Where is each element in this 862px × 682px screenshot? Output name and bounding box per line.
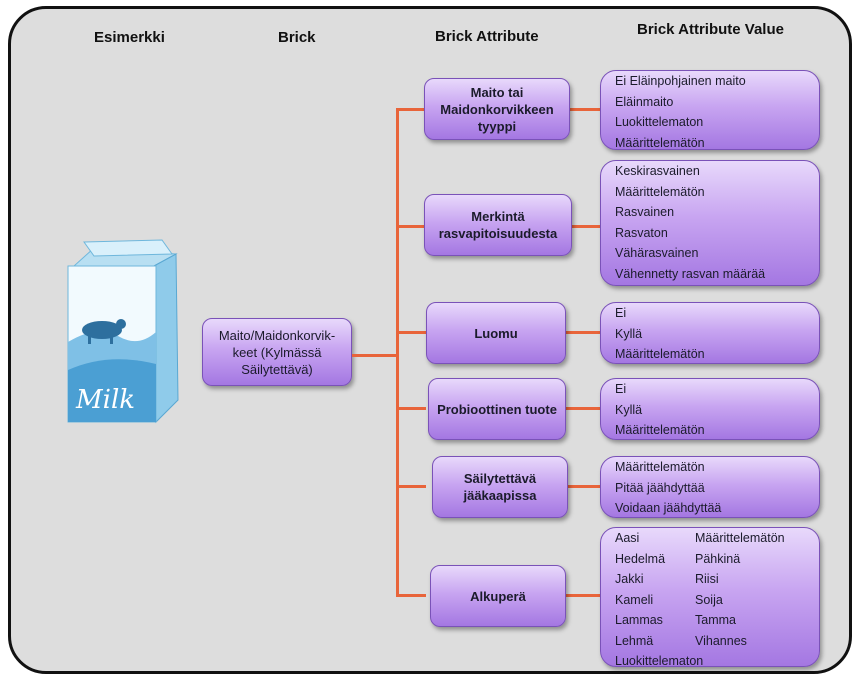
- header-attribute: Brick Attribute: [435, 28, 539, 45]
- value-item: Hedelmä: [615, 551, 666, 566]
- value-item: Määrittelemätön: [615, 184, 705, 199]
- value-item: Soija: [695, 592, 723, 607]
- value-item: Voidaan jäähdyttää: [615, 501, 722, 515]
- header-brick: Brick: [278, 29, 316, 46]
- connector-value-1: [570, 108, 600, 111]
- connector-trunk: [396, 108, 399, 596]
- connector-value-6: [566, 594, 600, 597]
- value-item: Rasvainen: [615, 205, 675, 219]
- value-item: Vihannes: [695, 633, 747, 648]
- connector-brick-trunk: [352, 354, 398, 357]
- value-item: Määrittelemätön: [615, 423, 705, 437]
- connector-branch-2: [396, 225, 426, 228]
- value-item: Määrittelemätön: [615, 460, 705, 474]
- value-item: Keskirasvainen: [615, 164, 700, 178]
- value-item: Määrittelemätön: [615, 135, 705, 150]
- attribute-box-origin: Alkuperä: [430, 565, 566, 627]
- attribute-label: Säilytettävä jääkaapissa: [463, 471, 537, 503]
- attribute-box-milk-type: Maito tai Maidonkorvikkeen tyyppi: [424, 78, 570, 140]
- value-item: Riisi: [695, 572, 719, 586]
- attribute-label: Alkuperä: [470, 588, 526, 604]
- connector-value-4: [566, 407, 600, 410]
- value-item: Vähärasvainen: [615, 246, 699, 260]
- value-item: Kameli: [615, 592, 654, 607]
- connector-branch-6: [396, 594, 426, 597]
- attribute-box-fat-content: Merkintä rasvapitoisuudesta: [424, 194, 572, 256]
- value-item: Jakki: [615, 572, 644, 586]
- connector-branch-4: [396, 407, 426, 410]
- value-item: Ei: [615, 306, 627, 320]
- attribute-box-probiotic: Probioottinen tuote: [428, 378, 566, 440]
- attribute-label: Luomu: [474, 325, 518, 341]
- value-item: Eläinmaito: [615, 94, 674, 109]
- connector-branch-1: [396, 108, 426, 111]
- value-item: Luokittelematon: [615, 654, 704, 668]
- connector-branch-3: [396, 331, 426, 334]
- values-box-organic: Ei Kyllä Määrittelemätön: [600, 302, 820, 364]
- value-item: Lammas: [615, 613, 663, 627]
- value-item: Pähkinä: [695, 551, 741, 566]
- connector-value-2: [572, 225, 600, 228]
- carton-text: Milk: [75, 385, 135, 415]
- value-item: Ei: [615, 382, 627, 396]
- attribute-label: Merkintä rasvapitoisuudesta: [438, 209, 558, 241]
- value-item: Lehmä: [615, 633, 654, 648]
- values-box-origin: Aasi Määrittelemätön Hedelmä Pähkinä Jak…: [600, 527, 820, 668]
- value-item: Määrittelemätön: [615, 347, 705, 361]
- value-item: Kyllä: [615, 402, 643, 417]
- value-item: Määrittelemätön: [695, 531, 785, 545]
- value-item: Rasvaton: [615, 225, 668, 240]
- value-item: Luokittelematon: [615, 115, 704, 129]
- attribute-box-organic: Luomu: [426, 302, 566, 364]
- milk-carton-icon: Milk: [67, 239, 179, 424]
- header-example: Esimerkki: [94, 29, 165, 46]
- attribute-label: Probioottinen tuote: [437, 401, 557, 417]
- connector-value-3: [566, 331, 600, 334]
- values-box-refrigerated: Määrittelemätön Pitää jäähdyttää Voidaan…: [600, 456, 820, 518]
- connector-value-5: [568, 485, 600, 488]
- connector-branch-5: [396, 485, 426, 488]
- value-item: Aasi: [615, 531, 640, 545]
- value-item: Vähennetty rasvan määrää: [615, 266, 766, 281]
- origin-values-grid: Aasi Määrittelemätön Hedelmä Pähkinä Jak…: [615, 528, 819, 651]
- attribute-box-refrigerated: Säilytettävä jääkaapissa: [432, 456, 568, 518]
- values-box-fat-content: Keskirasvainen Määrittelemätön Rasvainen…: [600, 160, 820, 286]
- brick-box: Maito/Maidonkorvik-keet (Kylmässä Säilyt…: [202, 318, 352, 386]
- brick-label: Maito/Maidonkorvik-keet (Kylmässä Säilyt…: [218, 327, 336, 377]
- value-item: Pitää jäähdyttää: [615, 480, 705, 495]
- value-item: Ei Eläinpohjainen maito: [615, 74, 746, 88]
- values-box-milk-type: Ei Eläinpohjainen maito Eläinmaito Luoki…: [600, 70, 820, 150]
- value-item: Kyllä: [615, 326, 643, 341]
- values-box-probiotic: Ei Kyllä Määrittelemätön: [600, 378, 820, 440]
- header-value: Brick Attribute Value: [637, 21, 784, 38]
- attribute-label: Maito tai Maidonkorvikkeen tyyppi: [440, 84, 554, 134]
- value-item: Tamma: [695, 613, 736, 627]
